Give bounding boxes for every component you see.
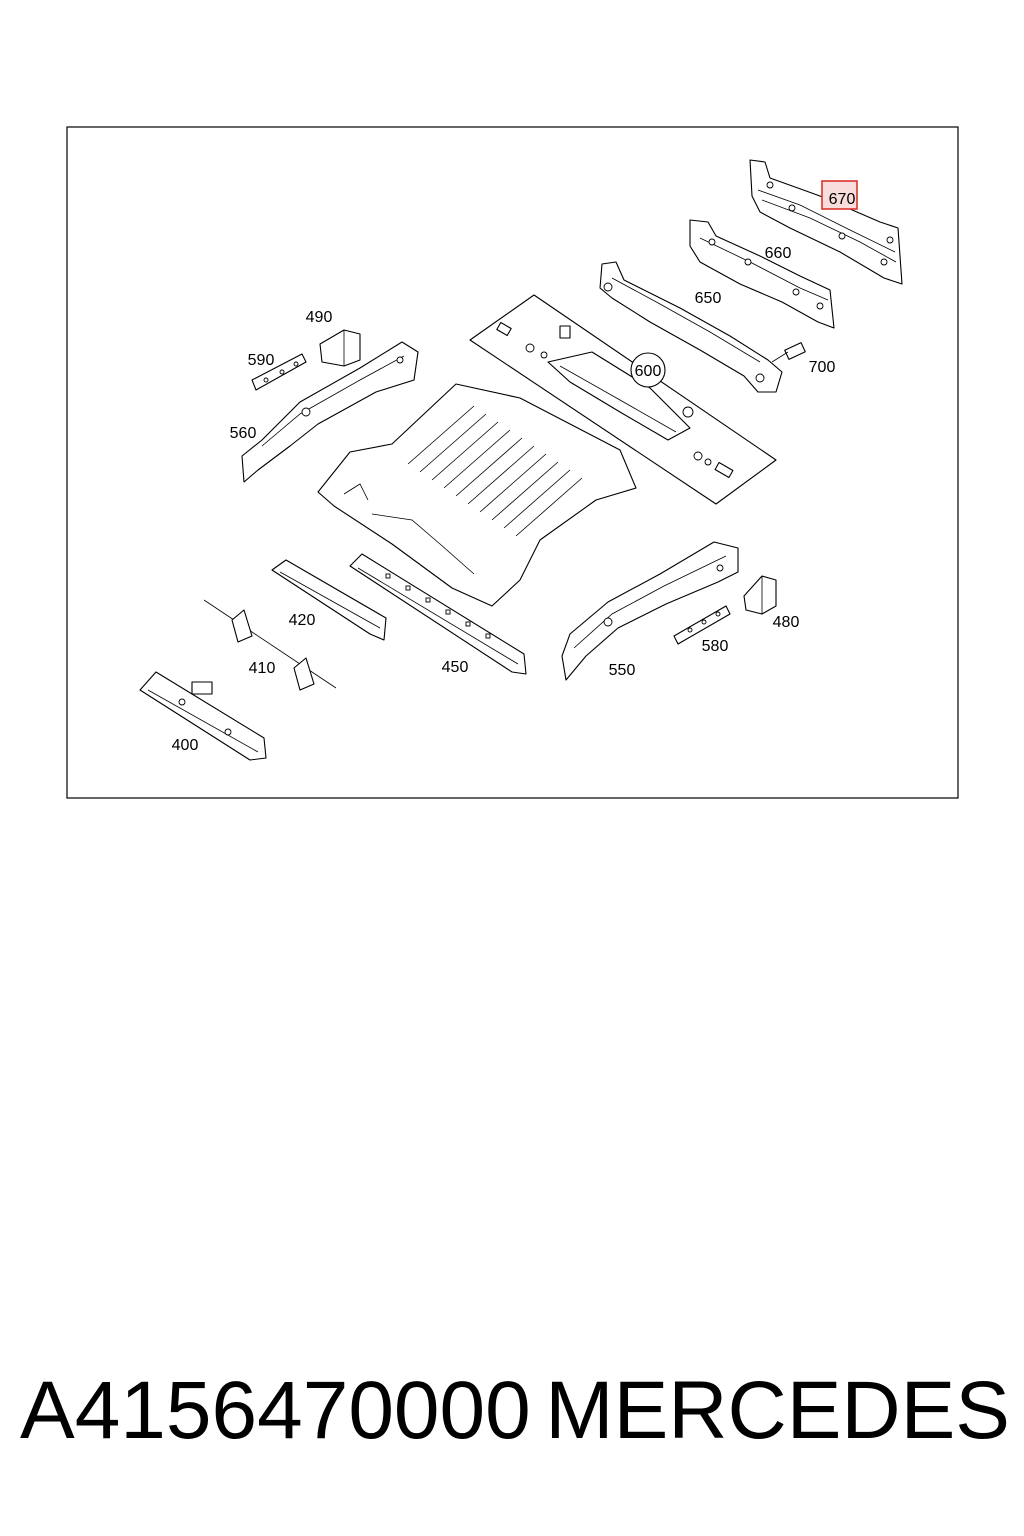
callout-580[interactable]: 580 xyxy=(702,638,729,655)
part-400-member[interactable] xyxy=(139,671,267,761)
callout-700[interactable]: 700 xyxy=(809,359,836,376)
callout-450[interactable]: 450 xyxy=(442,659,469,676)
part-550-side-rail[interactable] xyxy=(561,541,739,681)
caption: A4156470000 MERCEDES xyxy=(20,1364,1010,1458)
part-490-bracket[interactable] xyxy=(319,329,361,367)
part-number: A4156470000 xyxy=(20,1365,531,1456)
callout-650[interactable]: 650 xyxy=(695,290,722,307)
callout-560[interactable]: 560 xyxy=(230,425,257,442)
part-590-strip[interactable] xyxy=(251,353,307,391)
highlight-box xyxy=(821,180,858,210)
floor-panel[interactable] xyxy=(317,383,637,607)
callout-670[interactable]: 670 xyxy=(829,191,856,208)
part-420-rail[interactable] xyxy=(271,559,387,641)
part-450-rail[interactable] xyxy=(349,553,527,675)
callout-600[interactable]: 600 xyxy=(635,363,662,380)
diagram-frame xyxy=(66,126,959,799)
callout-480[interactable]: 480 xyxy=(773,614,800,631)
part-560-side-rail[interactable] xyxy=(241,341,419,483)
part-580-strip[interactable] xyxy=(673,605,731,645)
callout-600-circle xyxy=(630,352,666,388)
brand-name: MERCEDES xyxy=(545,1365,1010,1456)
part-600-kit[interactable] xyxy=(469,294,777,505)
part-700-bolt[interactable] xyxy=(771,342,806,363)
callout-550[interactable]: 550 xyxy=(609,662,636,679)
part-480-bracket[interactable] xyxy=(743,575,777,615)
part-410-bar[interactable] xyxy=(203,599,337,691)
callout-660[interactable]: 660 xyxy=(765,245,792,262)
callout-410[interactable]: 410 xyxy=(249,660,276,677)
part-660-reinforcement[interactable] xyxy=(689,219,835,329)
callout-590[interactable]: 590 xyxy=(248,352,275,369)
callout-490[interactable]: 490 xyxy=(306,309,333,326)
callout-400[interactable]: 400 xyxy=(172,737,199,754)
part-650-crossbeam[interactable] xyxy=(599,261,783,393)
part-670-cross-member[interactable] xyxy=(749,159,903,285)
callout-420[interactable]: 420 xyxy=(289,612,316,629)
